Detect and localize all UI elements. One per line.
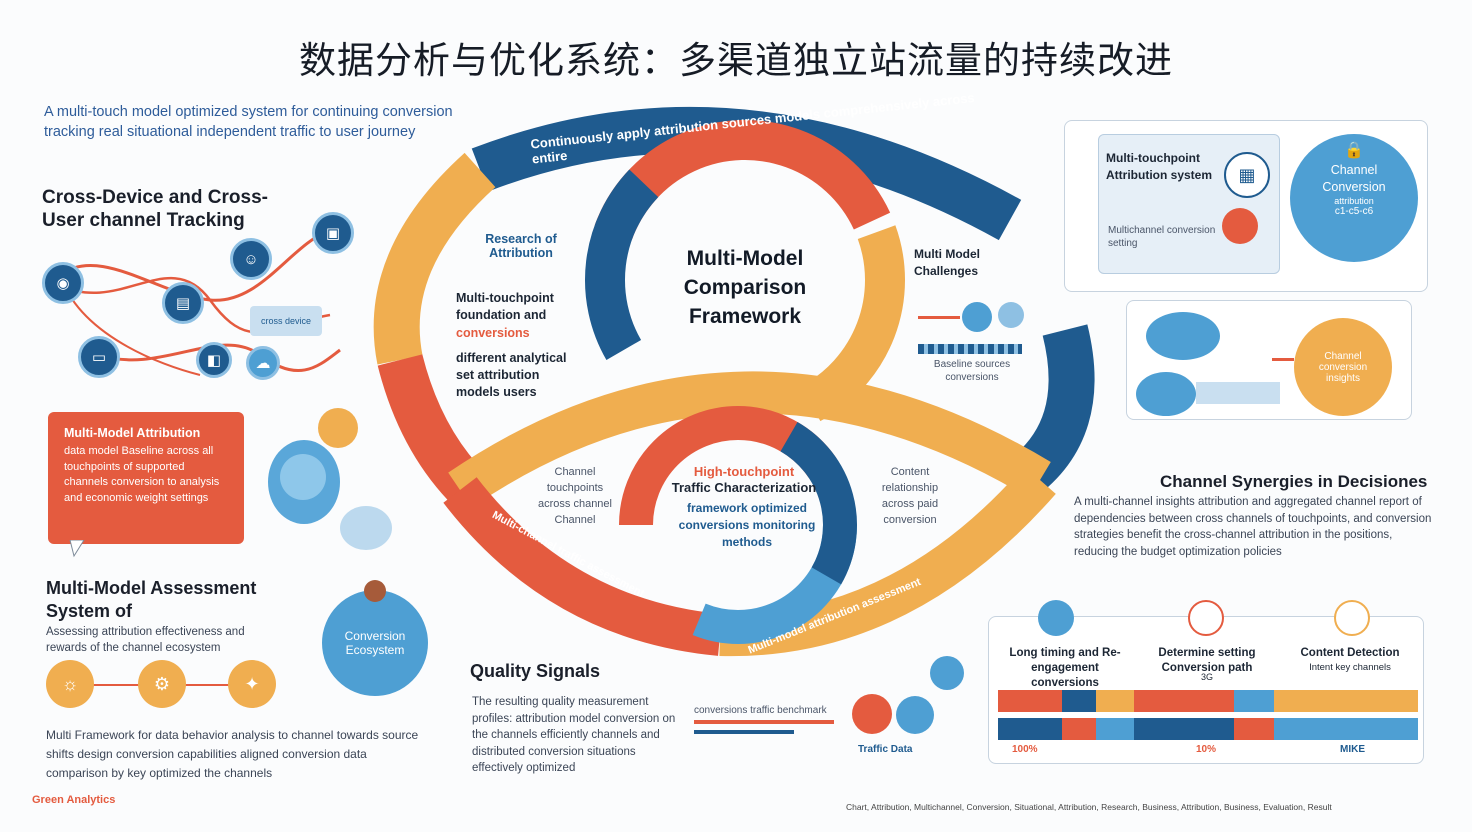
col2-title: Determine setting Conversion path xyxy=(1158,647,1256,674)
device-mini-panel: cross device xyxy=(250,306,322,336)
page-title: 数据分析与优化系统：多渠道独立站流量的持续改进 xyxy=(299,40,1173,81)
challenge-caption: Baseline sources conversions xyxy=(933,359,1011,383)
lock-circle-code: c1-c5-c6 xyxy=(1334,206,1374,217)
device-node-icon: ◉ xyxy=(42,262,84,304)
col3-title: Content Detection xyxy=(1300,647,1400,659)
traffic-person-icon xyxy=(852,694,892,734)
traffic-node-icon-1 xyxy=(930,656,964,690)
globe-highlight xyxy=(280,454,326,500)
framework-title: Multi-Model Comparison Framework xyxy=(683,247,807,328)
assessment-step-icon-3: ✦ xyxy=(228,660,276,708)
traffic-node-icon-2 xyxy=(896,696,934,734)
footnote-text: Multi Framework for data behavior analys… xyxy=(46,728,419,780)
challenge-dot-1-icon xyxy=(962,302,992,332)
comparison-row-2 xyxy=(998,718,1418,740)
tablet-node-icon: ◧ xyxy=(196,342,232,378)
col1-icon xyxy=(1038,600,1074,636)
attribution-card-caption: Multichannel conversion setting xyxy=(1108,225,1216,249)
quality-bar-1 xyxy=(694,720,834,724)
col3-icon xyxy=(1334,600,1370,636)
assessment-subtext: Assessing attribution effectiveness and … xyxy=(46,626,245,654)
desktop-node-icon: ▭ xyxy=(78,336,120,378)
lock-circle-title: Channel Conversion xyxy=(1322,163,1386,194)
challenge-arrow xyxy=(918,316,960,319)
intro-text: A multi-touch model optimized system for… xyxy=(44,104,453,140)
inner-right-text: Content relationship across paid convers… xyxy=(881,466,939,526)
inner-left-text: Channel touchpoints across channel Chann… xyxy=(538,466,612,526)
person-icon xyxy=(364,580,386,602)
lock-circle-sub: attribution xyxy=(1334,196,1374,206)
quality-heading: Quality Signals xyxy=(470,661,601,681)
col2-sub: 3G xyxy=(1200,672,1213,682)
insights-mini-panel xyxy=(1196,382,1280,404)
synergy-body: A multi-channel insights attribution and… xyxy=(1074,496,1432,558)
col2-stat: 10% xyxy=(1196,744,1217,755)
mobile-node-icon: ▣ xyxy=(312,212,354,254)
card-title: Multi-Model Attribution xyxy=(64,426,201,440)
challenge-dot-2-icon xyxy=(998,302,1024,328)
quality-bar-2 xyxy=(694,730,794,734)
brand-logo: Green Analytics xyxy=(32,794,116,806)
lock-icon: 🔒 xyxy=(1344,142,1364,159)
foundation-text: Multi-touchpoint foundation and xyxy=(456,291,554,322)
chat-bubble-icon xyxy=(340,506,392,550)
traffic-data-label: Traffic Data xyxy=(858,744,913,755)
channel-conversion-circle: 🔒 Channel Conversion attribution c1-c5-c… xyxy=(1290,134,1418,262)
conversion-ecosystem-circle: Conversion Ecosystem xyxy=(322,590,428,696)
attribution-card-title: Multi-touchpoint Attribution system xyxy=(1106,151,1213,182)
different-models-text: different analytical set attribution mod… xyxy=(456,351,567,399)
speech-tail-icon xyxy=(69,540,85,558)
comparison-bars xyxy=(998,690,1418,740)
cloud-node-icon: ☁ xyxy=(246,346,280,380)
inner-body: framework optimized conversions monitori… xyxy=(678,501,816,549)
col1-title: Long timing and Re-engagement conversion… xyxy=(1009,647,1121,689)
laptop-node-icon: ▤ xyxy=(162,282,204,324)
col3-sub: Intent key channels xyxy=(1309,662,1391,673)
calendar-icon: ▦ xyxy=(1224,152,1270,198)
assessment-step-icon-1: ☼ xyxy=(46,660,94,708)
col1-stat: 100% xyxy=(1012,744,1038,755)
insights-arrow xyxy=(1272,358,1294,361)
hand-icon xyxy=(1222,208,1258,244)
synergy-heading: Channel Synergies in Decisiones xyxy=(1160,472,1428,491)
insights-bubble-icon xyxy=(1146,312,1220,360)
challenge-bar xyxy=(918,344,1022,354)
quality-body: The resulting quality measurement profil… xyxy=(472,696,676,774)
insights-device-icon xyxy=(1136,372,1196,416)
assessment-heading: Multi-Model Assessment System of xyxy=(46,578,257,621)
comparison-row-1 xyxy=(998,690,1418,712)
inner-title-1: High-touchpoint xyxy=(693,464,795,479)
insights-circle: Channel conversion insights xyxy=(1294,318,1392,416)
research-attribution-label: Research of Attribution xyxy=(485,232,557,260)
conversions-text: conversions xyxy=(456,326,530,340)
coin-icon xyxy=(318,408,358,448)
quality-bar-label: conversions traffic benchmark xyxy=(694,705,827,716)
challenges-label: Multi Model Challenges xyxy=(914,247,980,278)
multi-model-attribution-card: Multi-Model Attribution data model Basel… xyxy=(48,412,244,544)
inner-title-2: Traffic Characterization xyxy=(671,480,817,495)
user-node-icon: ☺ xyxy=(230,238,272,280)
col3-stat: MIKE xyxy=(1340,744,1365,755)
central-cycle-diagram xyxy=(373,107,1095,657)
cross-device-heading: Cross-Device and Cross-User channel Trac… xyxy=(42,187,268,231)
card-body: data model Baseline across all touchpoin… xyxy=(64,445,220,504)
bottom-credits: Chart, Attribution, Multichannel, Conver… xyxy=(846,802,1332,812)
assessment-step-icon-2: ⚙ xyxy=(138,660,186,708)
col2-icon xyxy=(1188,600,1224,636)
